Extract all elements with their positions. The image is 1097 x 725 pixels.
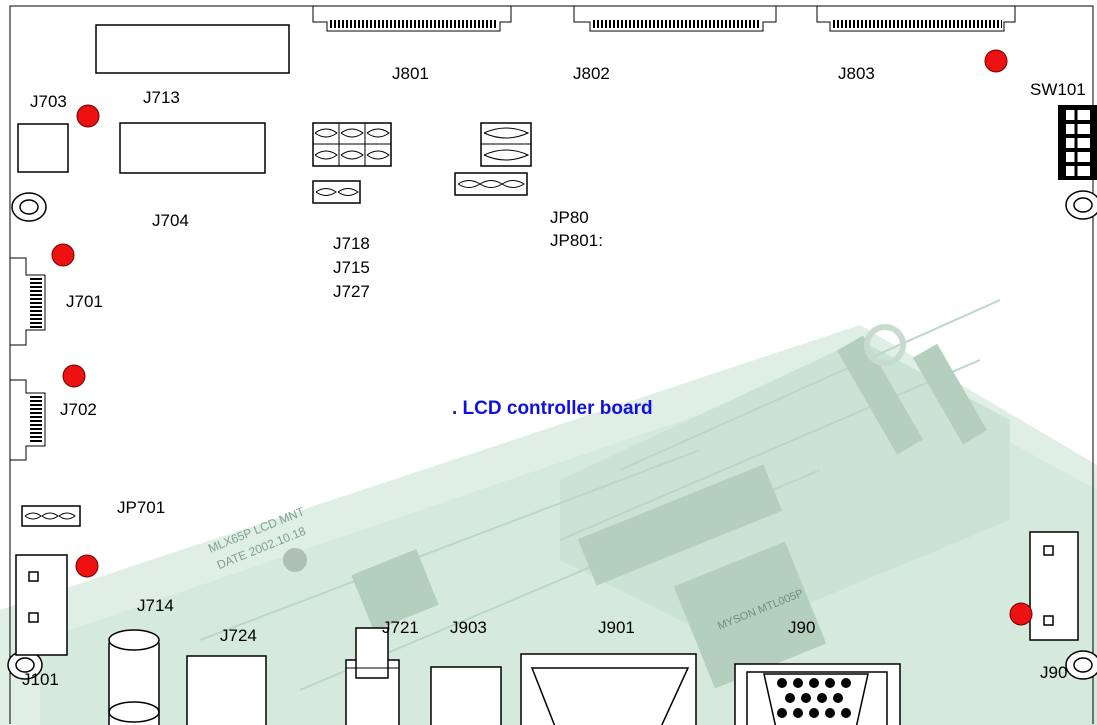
label-j713: J713 bbox=[143, 88, 180, 107]
mounting-hole-right-bottom bbox=[1065, 650, 1097, 680]
connector-j801 bbox=[312, 6, 512, 32]
mounting-hole-left-bottom bbox=[7, 650, 43, 680]
label-j721: J721 bbox=[382, 618, 419, 637]
connector-j901 bbox=[520, 653, 697, 725]
connector-j701 bbox=[10, 257, 46, 346]
label-j703: J703 bbox=[30, 92, 67, 111]
connector-j724 bbox=[186, 655, 267, 725]
mounting-hole-left-top bbox=[11, 192, 47, 222]
label-j724: J724 bbox=[220, 626, 257, 645]
label-j701: J701 bbox=[66, 292, 103, 311]
label-j801: J801 bbox=[392, 64, 429, 83]
capacitor-j714 bbox=[108, 629, 160, 725]
connector-j702 bbox=[10, 379, 46, 461]
marker-j701 bbox=[51, 243, 75, 267]
jumper-jp801 bbox=[454, 172, 528, 196]
connector-j101 bbox=[15, 554, 68, 656]
label-j704: J704 bbox=[152, 211, 189, 230]
connector-j903 bbox=[430, 666, 502, 725]
label-jp701: JP701 bbox=[117, 498, 166, 517]
marker-j803 bbox=[984, 49, 1008, 73]
label-j718: J718 bbox=[333, 234, 370, 253]
mounting-hole-right-top bbox=[1065, 190, 1097, 220]
connector-j802 bbox=[573, 6, 777, 32]
label-j901: J901 bbox=[598, 618, 635, 637]
label-j727: J727 bbox=[333, 282, 370, 301]
connector-j721 bbox=[345, 627, 400, 725]
label-jp80: JP80 bbox=[550, 208, 589, 227]
label-j715: J715 bbox=[333, 258, 370, 277]
dip-switch-sw101 bbox=[1058, 105, 1097, 180]
label-j802: J802 bbox=[573, 64, 610, 83]
board-outline bbox=[9, 5, 1094, 724]
jumper-jp80 bbox=[480, 122, 532, 167]
jumper-block-j718-j715 bbox=[312, 122, 392, 167]
marker-j703 bbox=[76, 104, 100, 128]
marker-j101 bbox=[75, 554, 99, 578]
jumper-j727 bbox=[312, 180, 361, 204]
diagram-title: . LCD controller board bbox=[452, 398, 653, 419]
connector-j713 bbox=[95, 24, 290, 74]
label-j903: J903 bbox=[450, 618, 487, 637]
label-j714: J714 bbox=[137, 596, 174, 615]
label-j101: J101 bbox=[22, 670, 59, 689]
connector-j703 bbox=[17, 123, 69, 173]
label-sw101: SW101 bbox=[1030, 80, 1086, 99]
label-j803: J803 bbox=[838, 64, 875, 83]
jumper-jp701 bbox=[21, 505, 81, 527]
label-jp801: JP801: bbox=[550, 231, 603, 250]
connector-j803 bbox=[816, 6, 1016, 32]
connector-j704 bbox=[119, 122, 266, 174]
connector-j90-right bbox=[1029, 531, 1079, 641]
label-j90-bottom: J90 bbox=[1040, 663, 1068, 682]
marker-j702 bbox=[62, 364, 86, 388]
label-j90-top: J90 bbox=[788, 618, 816, 637]
marker-j90 bbox=[1009, 602, 1033, 626]
label-j702: J702 bbox=[60, 400, 97, 419]
connector-j90-dsub bbox=[734, 663, 901, 725]
